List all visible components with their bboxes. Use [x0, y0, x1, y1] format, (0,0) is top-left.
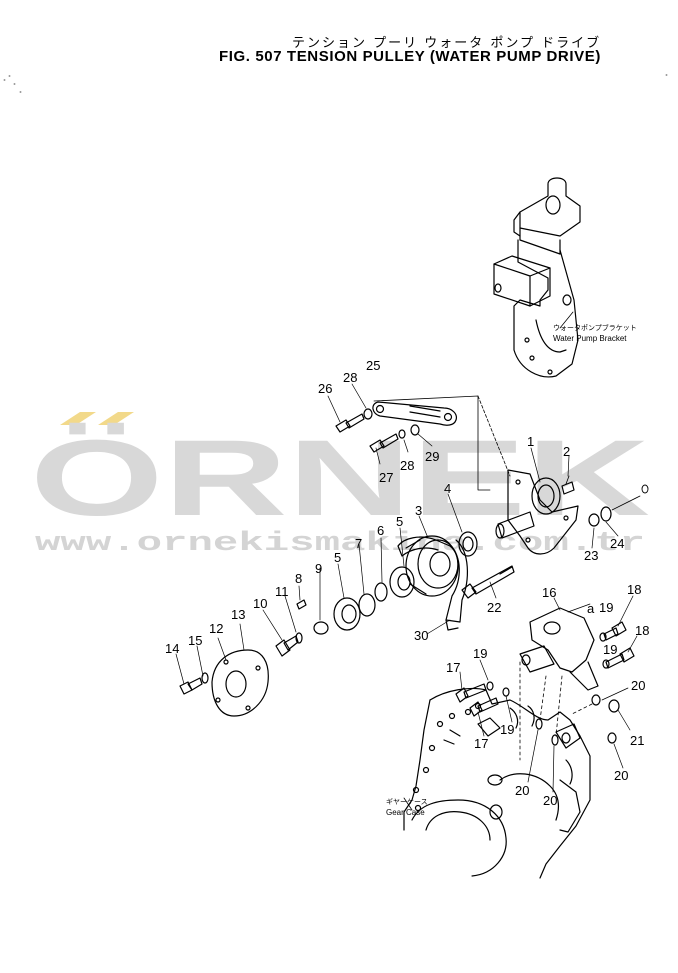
v-belt-30 [397, 536, 468, 631]
part-number: 8 [295, 571, 302, 586]
bolt-17-bottom [469, 697, 499, 717]
link-leader-line [373, 395, 491, 491]
seal-4 [458, 531, 478, 557]
bolt-22 [461, 565, 515, 599]
watermark-accent-left [60, 412, 96, 425]
part-number: 28 [343, 370, 357, 385]
watermark-logo: ÖRNEK [30, 417, 650, 538]
part-number: 19 [473, 646, 487, 661]
part-number: 26 [318, 381, 332, 396]
part-number: 20 [614, 768, 628, 783]
pin-8 [296, 599, 307, 610]
part-number: 9 [315, 561, 322, 576]
nut-29 [410, 424, 420, 436]
washer-19-c [486, 681, 494, 691]
bracket-leader [559, 311, 574, 329]
part-number: 4 [444, 481, 451, 496]
bolt-10 [275, 635, 299, 657]
nut-20-b [607, 732, 617, 744]
part-number: 27 [379, 470, 393, 485]
part-number: 19 [603, 642, 617, 657]
bolt-27 [369, 433, 399, 453]
washer-19-a [599, 632, 607, 642]
watermark-accent-right [98, 412, 134, 425]
tensioner-bracket-1 [495, 469, 579, 555]
nut-20-d [551, 734, 559, 746]
bracket-16 [519, 607, 599, 691]
bolt-2 [561, 481, 575, 495]
scan-specks [3, 74, 668, 93]
part-number: 21 [630, 733, 644, 748]
part-number: 19 [500, 722, 514, 737]
washer-28-bottom [398, 429, 406, 439]
part-number: 24 [610, 536, 624, 551]
part-number: 10 [253, 596, 267, 611]
part-number: 30 [414, 628, 428, 643]
gear-case [403, 687, 591, 879]
bolt-26 [335, 413, 365, 433]
part-number: 25 [366, 358, 380, 373]
part-number: 23 [584, 548, 598, 563]
washer-11 [295, 632, 303, 644]
washer-19-b [602, 659, 610, 669]
part-number: 17 [474, 736, 488, 751]
alignment-lines [519, 661, 593, 761]
tension-pulley-3 [405, 535, 459, 597]
part-number: 18 [627, 582, 641, 597]
nut-20-a [591, 694, 601, 706]
part-number: 22 [487, 600, 501, 615]
bearing-5-right [389, 566, 415, 598]
gear-case-label: Gear Case [386, 808, 425, 817]
bolt-17-top [455, 683, 487, 703]
part-number: 18 [635, 623, 649, 638]
part-number: 15 [188, 633, 202, 648]
spacer-6 [374, 582, 388, 602]
bearing-5-left [333, 597, 361, 631]
part-number: 12 [209, 621, 223, 636]
nut-21 [608, 699, 620, 713]
part-number: 20 [631, 678, 645, 693]
part-number-labels: 1 2 3 4 5 5 6 7 8 9 10 11 12 13 14 15 16… [165, 358, 649, 808]
part-number: 7 [355, 536, 362, 551]
bolt-14 [179, 677, 203, 695]
part-number: 28 [400, 458, 414, 473]
washer-24 [600, 506, 612, 522]
figure-title: FIG. 507 TENSION PULLEY (WATER PUMP DRIV… [219, 48, 601, 65]
part-number: 17 [446, 660, 460, 675]
nut-23 [588, 513, 600, 527]
part-number: 20 [515, 783, 529, 798]
part-number: 5 [396, 514, 403, 529]
water-pump-bracket [493, 177, 581, 378]
washer-9 [313, 621, 329, 635]
gear-case-label-jp: ギヤーケース [386, 798, 428, 806]
bracket-label: Water Pump Bracket [553, 334, 627, 343]
title-japanese: テンション プーリ ウォータ ポンプ ドライブ [292, 36, 602, 51]
cover-12 [211, 649, 269, 717]
part-number: a [587, 601, 595, 616]
part-number: 29 [425, 449, 439, 464]
washer-28-top [363, 408, 373, 420]
part-number: 16 [542, 585, 556, 600]
nut-20-c [535, 718, 543, 730]
snap-ring-7 [358, 593, 376, 617]
bolt-18-bottom [605, 647, 635, 669]
bracket-label-jp: ウォータポンプブラケット [553, 323, 637, 332]
part-number: 2 [563, 444, 570, 459]
part-number: 3 [415, 503, 422, 518]
part-number: 19 [599, 600, 613, 615]
washer-15 [201, 672, 209, 684]
part-number: 13 [231, 607, 245, 622]
part-number: 14 [165, 641, 179, 656]
washer-19-d [502, 687, 510, 697]
bolt-18-top [603, 621, 627, 641]
leader-lines [175, 383, 638, 793]
part-number: 1 [527, 434, 534, 449]
part-number: 6 [377, 523, 384, 538]
part-number: 20 [543, 793, 557, 808]
part-number: 5 [334, 550, 341, 565]
tension-link-25 [372, 401, 457, 426]
part-number: 11 [275, 584, 289, 599]
